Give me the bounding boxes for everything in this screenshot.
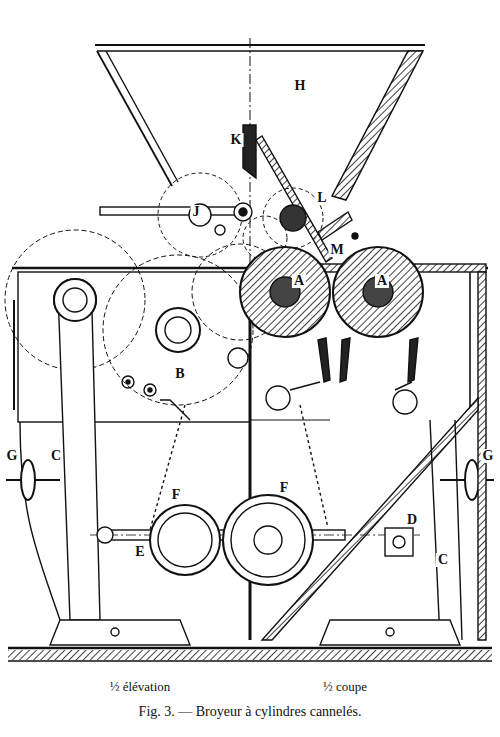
- part-letter: G: [481, 449, 496, 463]
- part-letter: M: [328, 243, 345, 257]
- part-letter: A: [292, 274, 306, 288]
- view-label: ½ coupe: [323, 680, 367, 693]
- part-letter: H: [293, 79, 308, 93]
- view-label: ½ élévation: [110, 680, 171, 693]
- part-letter: L: [315, 191, 328, 205]
- part-letter: J: [191, 205, 202, 219]
- part-letter: K: [229, 133, 244, 147]
- part-letter: D: [405, 513, 419, 527]
- part-letter: F: [170, 488, 183, 502]
- part-letter: C: [436, 553, 450, 567]
- part-letter: G: [5, 449, 20, 463]
- part-letter: B: [173, 367, 186, 381]
- part-letter: E: [133, 545, 146, 559]
- part-letter: C: [49, 449, 63, 463]
- part-letter: F: [278, 481, 291, 495]
- figure-caption: Fig. 3. — Broyeur à cylindres cannelés.: [0, 704, 500, 720]
- part-letter: A: [375, 274, 389, 288]
